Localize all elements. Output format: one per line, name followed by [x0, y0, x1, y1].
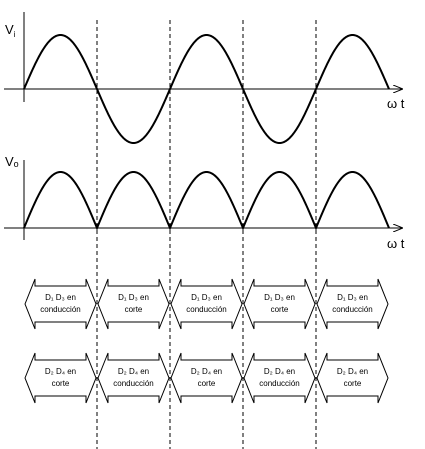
rectified-output-curve	[23, 170, 390, 231]
d1d3-arrow-state-4: corte	[271, 305, 289, 314]
input-voltage-plot: Vi ω t	[4, 12, 405, 145]
d1d3-arrow-label-4: D₁ D₃ en	[264, 293, 295, 302]
d1d3-arrow-label-3: D₁ D₃ en	[191, 293, 222, 302]
d2d4-arrow-label-4: D₂ D₄ en	[264, 367, 295, 376]
d1d3-arrow-label-2: D₁ D₃ en	[118, 293, 149, 302]
d1d3-arrow-5	[316, 278, 389, 330]
d2d4-arrow-label-5: D₂ D₄ en	[337, 367, 368, 376]
d2d4-arrow-state-1: corte	[52, 379, 70, 388]
output-voltage-plot: Vo ω t	[4, 154, 405, 251]
input-sine-curve	[23, 33, 390, 145]
d2d4-arrow-5	[316, 352, 389, 404]
d2d4-arrow-4	[243, 352, 316, 404]
d2d4-arrow-label-3: D₂ D₄ en	[191, 367, 222, 376]
d2d4-arrow-2	[97, 352, 170, 404]
d1d3-arrow-3	[170, 278, 243, 330]
d1d3-arrow-state-1: conducción	[40, 305, 80, 314]
d2d4-arrow-state-2: conducción	[113, 379, 153, 388]
d1d3-arrow-state-5: conducción	[332, 305, 372, 314]
d1d3-arrow-2	[97, 278, 170, 330]
bottom-x-label: ω t	[387, 236, 405, 251]
d1-d3-state-row: D₁ D₃ en conducción D₁ D₃ en corte D₁ D₃ en c…	[24, 278, 389, 330]
d2d4-arrow-1	[24, 352, 97, 404]
d2d4-arrow-state-4: conducción	[259, 379, 299, 388]
d2d4-arrow-label-2: D₂ D₄ en	[118, 367, 149, 376]
d2d4-arrow-state-5: corte	[344, 379, 362, 388]
d1d3-arrow-1	[24, 278, 97, 330]
top-x-label: ω t	[387, 96, 405, 111]
d2d4-arrow-3	[170, 352, 243, 404]
d1d3-arrow-4	[243, 278, 316, 330]
d1d3-arrow-label-5: D₁ D₃ en	[337, 293, 368, 302]
top-y-label: Vi	[5, 22, 16, 39]
d1d3-arrow-state-3: conducción	[186, 305, 226, 314]
d2d4-arrow-state-3: corte	[198, 379, 216, 388]
d1d3-arrow-state-2: corte	[125, 305, 143, 314]
bottom-y-label: Vo	[5, 154, 19, 169]
d1d3-arrow-label-1: D₁ D₃ en	[45, 293, 76, 302]
d2-d4-state-row: D₂ D₄ en corte D₂ D₄ en conducción D₂ D₄ en c…	[24, 352, 389, 404]
d2d4-arrow-label-1: D₂ D₄ en	[45, 367, 76, 376]
